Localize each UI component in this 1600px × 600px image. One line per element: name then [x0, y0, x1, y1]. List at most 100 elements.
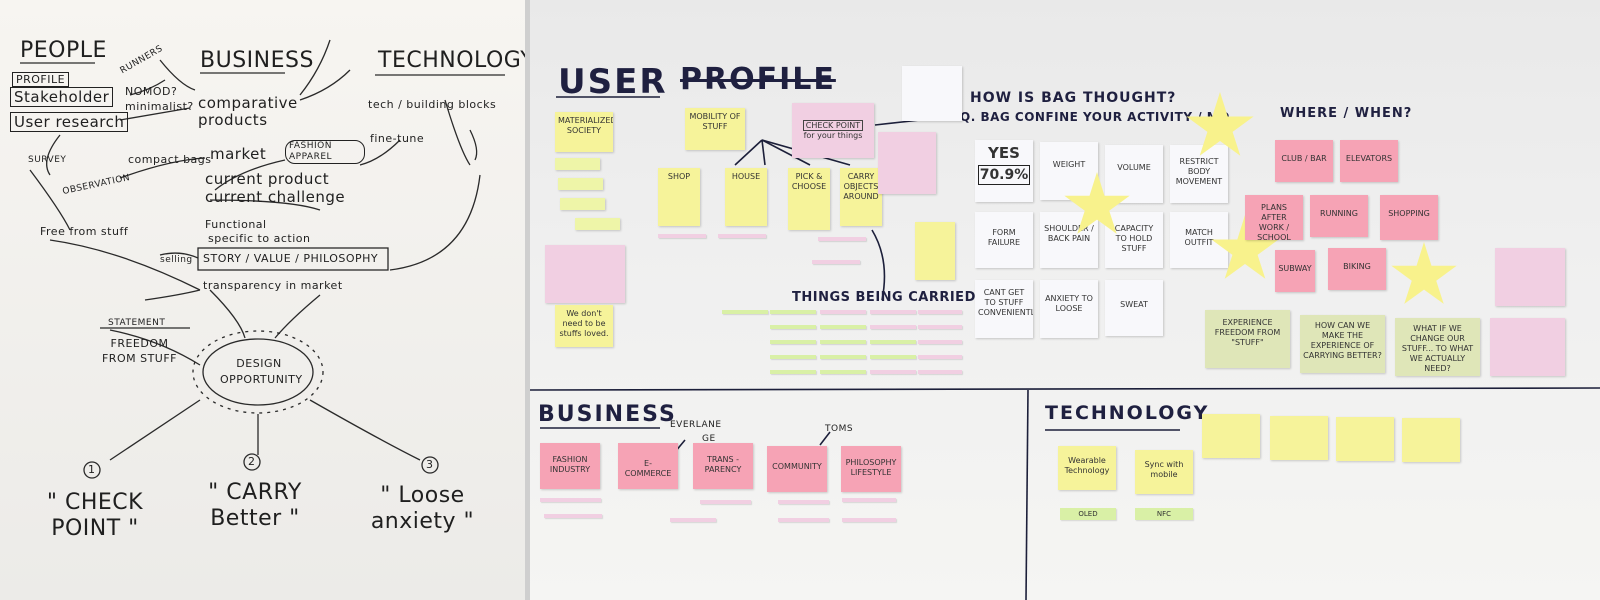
subway-note: SUBWAY: [1275, 250, 1315, 292]
item-tag: [770, 355, 816, 359]
specific-to-action-label: specific to action: [208, 232, 311, 245]
pink-tag: [718, 234, 766, 238]
opportunity-2-text: " CARRY Better ": [208, 480, 302, 531]
capacity-note: CAPACITY TO HOLD STUFF: [1105, 212, 1163, 268]
pink-note: [1490, 318, 1565, 376]
current-challenge-label: current challenge: [205, 188, 346, 206]
market-label: market: [210, 145, 267, 163]
pink-tag: [670, 518, 716, 522]
pink-note: [878, 132, 936, 194]
form-failure-note: FORM FAILURE: [975, 212, 1033, 268]
pink-tag: [818, 237, 866, 241]
item-tag: [820, 325, 866, 329]
item-tag: [918, 325, 962, 329]
yes-note: YES 70.9%: [975, 140, 1033, 202]
small-note: [558, 178, 603, 190]
fashion-apparel-label: FASHION APPAREL: [285, 140, 365, 164]
runners-label: RUNNERS: [118, 43, 165, 77]
transparency-label: transparency in market: [203, 279, 343, 292]
item-tag: [722, 310, 768, 314]
item-tag: [870, 370, 916, 374]
ge-annotation: GE: [702, 434, 716, 444]
transparency-note: TRANS -PARENCY: [693, 443, 753, 489]
plans-after-work-note: PLANS AFTER WORK / SCHOOL: [1245, 195, 1303, 240]
small-note: [575, 218, 620, 230]
technology-heading: TECHNOLOGY: [1045, 402, 1210, 424]
elevators-note: ELEVATORS: [1340, 140, 1398, 182]
experience-freedom-note: EXPERIENCE FREEDOM FROM "STUFF": [1205, 310, 1290, 368]
sweat-note: SWEAT: [1105, 280, 1163, 336]
item-tag: [918, 355, 962, 359]
pink-tag: [778, 500, 829, 504]
nfc-tag: NFC: [1135, 508, 1193, 520]
story-value-philosophy-label: STORY / VALUE / PHILOSOPHY: [203, 252, 379, 265]
yellow-note: [1336, 417, 1394, 461]
stuffs-loved-note: We don't need to be stuffs loved.: [555, 305, 613, 347]
item-tag: [820, 340, 866, 344]
wearable-technology-note: Wearable Technology: [1058, 446, 1116, 490]
opportunity-1-number: 1: [88, 463, 96, 476]
mobility-of-stuff-note: MOBILITY OF STUFF: [685, 108, 745, 150]
item-tag: [870, 325, 916, 329]
carrying-better-note: HOW CAN WE MAKE THE EXPERIENCE OF CARRYI…: [1300, 315, 1385, 373]
things-carried-heading: THINGS BEING CARRIED.: [792, 290, 982, 305]
opportunity-1-text: " CHECK POINT ": [46, 490, 144, 541]
item-tag: [820, 355, 866, 359]
club-bar-note: CLUB / BAR: [1275, 140, 1333, 182]
item-tag: [870, 340, 916, 344]
shop-note: SHOP: [658, 168, 700, 226]
volume-note: VOLUME: [1105, 145, 1163, 203]
free-from-stuff-label: Free from stuff: [40, 225, 129, 238]
user-research-label: User research: [10, 112, 129, 132]
current-product-label: current product: [205, 170, 330, 188]
user-heading: USER: [558, 62, 668, 102]
oled-tag: OLED: [1060, 508, 1116, 520]
weight-note: WEIGHT: [1040, 142, 1098, 200]
anxiety-to-loose-note: ANXIETY TO LOOSE: [1040, 280, 1098, 338]
opportunity-3-number: 3: [426, 458, 434, 471]
comparative-products-label: comparative products: [198, 94, 298, 129]
restrict-body-movement-note: RESTRICT BODY MOVEMENT: [1170, 145, 1228, 203]
item-tag: [918, 340, 962, 344]
item-tag: [918, 310, 962, 314]
e-commerce-note: E-COMMERCE: [618, 443, 678, 489]
everlane-annotation: EVERLANE: [670, 420, 722, 430]
pink-tag: [842, 518, 896, 522]
house-note: HOUSE: [725, 168, 767, 226]
pick-and-choose-note: PICK & CHOOSE: [788, 168, 830, 230]
cant-get-to-stuff-note: CANT GET TO STUFF CONVENIENTLY: [975, 280, 1033, 338]
stakeholder-label: Stakeholder: [10, 87, 114, 107]
white-note: [902, 66, 962, 121]
item-tag: [820, 370, 866, 374]
brainstorm-flipchart: PEOPLE BUSINESS TECHNOLOGY PROFILE Stake…: [0, 0, 525, 600]
small-note: [555, 158, 600, 170]
fine-tune-label: fine-tune: [370, 132, 425, 145]
stick-figure-note: [915, 222, 955, 280]
pink-tag: [540, 498, 601, 502]
philosophy-lifestyle-note: PHILOSOPHY LIFESTYLE: [841, 446, 901, 492]
item-tag: [770, 325, 816, 329]
small-note: [560, 198, 605, 210]
item-tag: [870, 355, 916, 359]
question-bag-confine: Q. BAG CONFINE YOUR ACTIVITY / MO...: [960, 110, 1245, 124]
technology-label: TECHNOLOGY: [378, 48, 525, 73]
community-note: COMMUNITY: [767, 446, 827, 492]
running-note: RUNNING: [1310, 195, 1368, 237]
yellow-note: [1270, 416, 1328, 460]
item-tag: [770, 340, 816, 344]
opportunity-2-number: 2: [248, 455, 256, 468]
item-tag: [770, 310, 816, 314]
item-tag: [820, 310, 866, 314]
business-label: BUSINESS: [200, 48, 314, 73]
question-bag-thought: HOW IS BAG THOUGHT?: [970, 90, 1177, 106]
yes-percentage: 70.9%: [978, 165, 1030, 185]
what-if-we-change-note: WHAT IF WE CHANGE OUR STUFF... TO WHAT W…: [1395, 318, 1480, 376]
survey-label: SURVEY: [28, 155, 67, 165]
item-tag: [770, 370, 816, 374]
shopping-note: SHOPPING: [1380, 195, 1438, 240]
checkpoint-note: CHECK POINT for your things: [792, 103, 874, 158]
observation-label: OBSERVATION: [61, 172, 132, 198]
nomod-label: NOMOD?: [125, 85, 178, 98]
star-note: [1391, 242, 1457, 304]
pink-tag: [700, 500, 751, 504]
